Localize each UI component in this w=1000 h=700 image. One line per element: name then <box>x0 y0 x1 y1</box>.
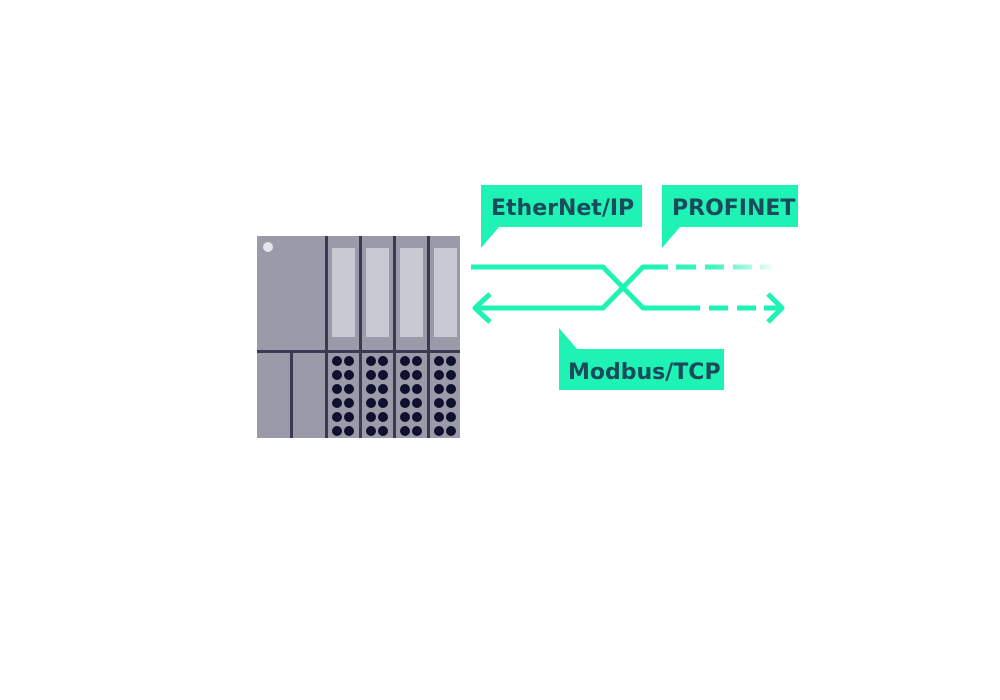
terminal-hole <box>344 370 354 380</box>
terminal-hole <box>344 384 354 394</box>
terminal-hole <box>332 412 342 422</box>
terminal-hole <box>446 370 456 380</box>
terminal-hole <box>378 426 388 436</box>
terminal-hole <box>332 384 342 394</box>
ethernet-ip-callout: EtherNet/IP <box>481 185 642 248</box>
terminal-hole <box>446 356 456 366</box>
modbus-line <box>478 264 660 311</box>
terminal-hole <box>446 426 456 436</box>
io-module-panel-2 <box>366 248 389 337</box>
terminal-block-2 <box>362 353 392 438</box>
terminal-hole <box>400 412 410 422</box>
module-divider-4 <box>427 236 430 438</box>
terminal-hole <box>400 426 410 436</box>
right-arrowhead-icon <box>766 292 785 324</box>
terminal-blocks <box>328 353 460 438</box>
terminal-hole <box>446 384 456 394</box>
terminal-hole <box>344 426 354 436</box>
terminal-hole <box>344 412 354 422</box>
profinet-label: PROFINET <box>672 196 795 221</box>
terminal-hole <box>344 398 354 408</box>
terminal-hole <box>412 384 422 394</box>
io-module-panel-3 <box>400 248 423 337</box>
terminal-hole <box>412 412 422 422</box>
ethernet-ip-line <box>471 264 690 311</box>
terminal-hole <box>446 412 456 422</box>
terminal-hole <box>332 356 342 366</box>
network-lines <box>471 264 785 324</box>
module-divider-horizontal <box>257 350 460 353</box>
terminal-hole <box>378 398 388 408</box>
modbus-tcp-callout: Modbus/TCP <box>559 328 724 390</box>
module-divider-2 <box>359 236 362 438</box>
terminal-block-3 <box>396 353 426 438</box>
terminal-hole <box>366 370 376 380</box>
terminal-block-4 <box>430 353 460 438</box>
terminal-hole <box>412 370 422 380</box>
io-module-panel-1 <box>332 248 355 337</box>
module-divider-3 <box>393 236 396 438</box>
terminal-hole <box>434 370 444 380</box>
terminal-hole <box>400 370 410 380</box>
power-module-divider <box>290 353 293 438</box>
terminal-hole <box>412 356 422 366</box>
terminal-block-1 <box>328 353 358 438</box>
terminal-hole <box>366 398 376 408</box>
profinet-callout: PROFINET <box>662 185 798 248</box>
plc-device <box>257 236 460 438</box>
terminal-hole <box>366 426 376 436</box>
terminal-hole <box>434 384 444 394</box>
module-divider-1 <box>325 236 328 438</box>
terminal-hole <box>344 356 354 366</box>
terminal-hole <box>434 412 444 422</box>
modbus-tcp-label: Modbus/TCP <box>568 360 721 385</box>
terminal-hole <box>400 384 410 394</box>
terminal-hole <box>434 398 444 408</box>
ethernet-ip-label: EtherNet/IP <box>491 196 634 221</box>
terminal-hole <box>400 398 410 408</box>
terminal-hole <box>446 398 456 408</box>
terminal-hole <box>366 384 376 394</box>
terminal-hole <box>378 370 388 380</box>
terminal-hole <box>332 398 342 408</box>
terminal-hole <box>366 412 376 422</box>
terminal-hole <box>434 426 444 436</box>
status-led-icon <box>263 242 273 252</box>
terminal-hole <box>412 398 422 408</box>
io-module-panel-4 <box>434 248 457 337</box>
power-module-upper <box>257 236 325 351</box>
terminal-hole <box>366 356 376 366</box>
terminal-hole <box>332 426 342 436</box>
terminal-hole <box>400 356 410 366</box>
terminal-hole <box>378 412 388 422</box>
terminal-hole <box>378 384 388 394</box>
terminal-hole <box>434 356 444 366</box>
terminal-hole <box>332 370 342 380</box>
left-arrowhead-icon <box>472 292 492 324</box>
terminal-hole <box>378 356 388 366</box>
terminal-hole <box>412 426 422 436</box>
